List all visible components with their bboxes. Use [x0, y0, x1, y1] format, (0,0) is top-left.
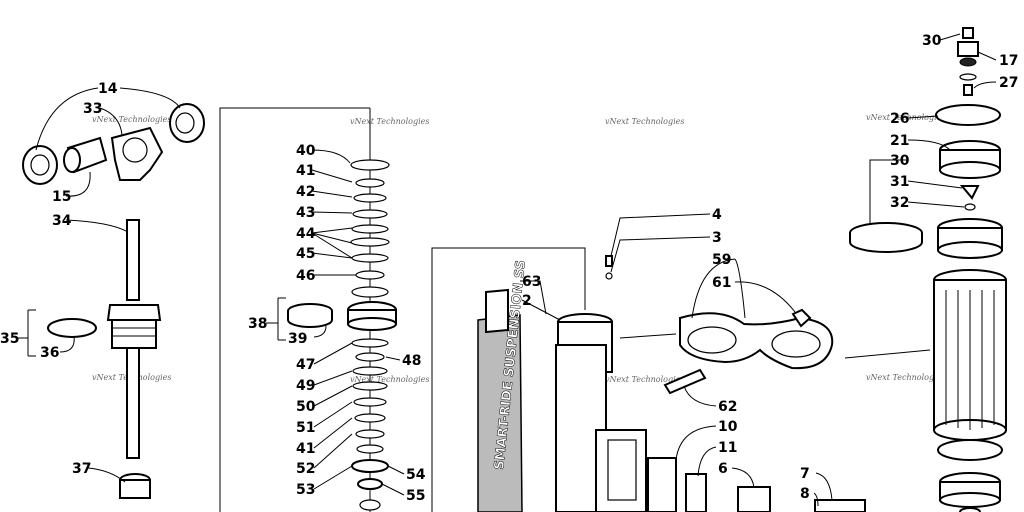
callout-45: 45	[296, 246, 315, 262]
callout-43: 43	[296, 205, 315, 221]
callout-17: 17	[999, 53, 1018, 69]
callout-50: 50	[296, 399, 316, 415]
callout-48: 48	[402, 353, 421, 369]
callout-3: 3	[712, 230, 722, 246]
callout-61: 61	[712, 275, 731, 291]
callout-23: 26	[890, 111, 909, 127]
callout-54: 54	[406, 467, 426, 483]
callout-labels: 14 33 15 34 35 36 37 40 41 42 43 44 45 4…	[0, 33, 1018, 504]
leader-lines	[16, 33, 997, 507]
callout-37: 37	[72, 461, 91, 477]
callout-6: 6	[718, 461, 728, 477]
callout-30: 30	[890, 153, 910, 169]
callout-63: 63	[522, 274, 541, 290]
shock-body: SMART-RIDE SUSPENSION SS	[431, 247, 931, 512]
callout-59: 59	[712, 252, 731, 268]
callout-4: 4	[712, 207, 722, 223]
callout-15: 15	[52, 189, 71, 205]
watermark: vNext Technologies	[866, 113, 945, 122]
callout-39: 39	[288, 331, 307, 347]
callout-41b: 41	[296, 441, 315, 457]
watermark: vNext Technologies	[350, 375, 429, 384]
callout-40: 40	[296, 143, 316, 159]
callout-27: 30	[922, 33, 942, 49]
callout-7: 7	[800, 466, 810, 482]
callout-44: 44	[296, 226, 316, 242]
watermark: vNext Technologies	[866, 373, 945, 382]
watermark: vNext Technologies	[92, 115, 171, 124]
callout-53: 53	[296, 482, 315, 498]
callout-36: 36	[40, 345, 59, 361]
callout-42: 42	[296, 184, 315, 200]
callout-47: 47	[296, 357, 315, 373]
callout-21: 21	[890, 133, 909, 149]
callout-38: 38	[248, 316, 267, 332]
watermark: vNext Technologies	[350, 117, 429, 126]
shaft-assembly	[22, 103, 205, 499]
callout-55: 55	[406, 488, 425, 504]
watermark: vNext Technologies	[605, 117, 684, 126]
callout-46: 46	[296, 268, 315, 284]
callout-14: 14	[98, 81, 118, 97]
reservoir-assembly	[849, 27, 1007, 512]
watermark: vNext Technologies	[605, 375, 684, 384]
callout-11: 11	[718, 440, 737, 456]
callout-8: 8	[800, 486, 810, 502]
callout-52: 52	[296, 461, 315, 477]
callout-26: 27	[999, 75, 1018, 91]
callout-51: 51	[296, 420, 315, 436]
callout-32: 32	[890, 195, 909, 211]
callout-49: 49	[296, 378, 315, 394]
callout-2: 2	[522, 293, 532, 309]
callout-10: 10	[718, 419, 738, 435]
callout-35: 35	[0, 331, 19, 347]
callout-41: 41	[296, 163, 315, 179]
callout-31: 31	[890, 174, 909, 190]
callout-34: 34	[52, 213, 72, 229]
callout-62: 62	[718, 399, 737, 415]
callout-33: 33	[83, 101, 102, 117]
